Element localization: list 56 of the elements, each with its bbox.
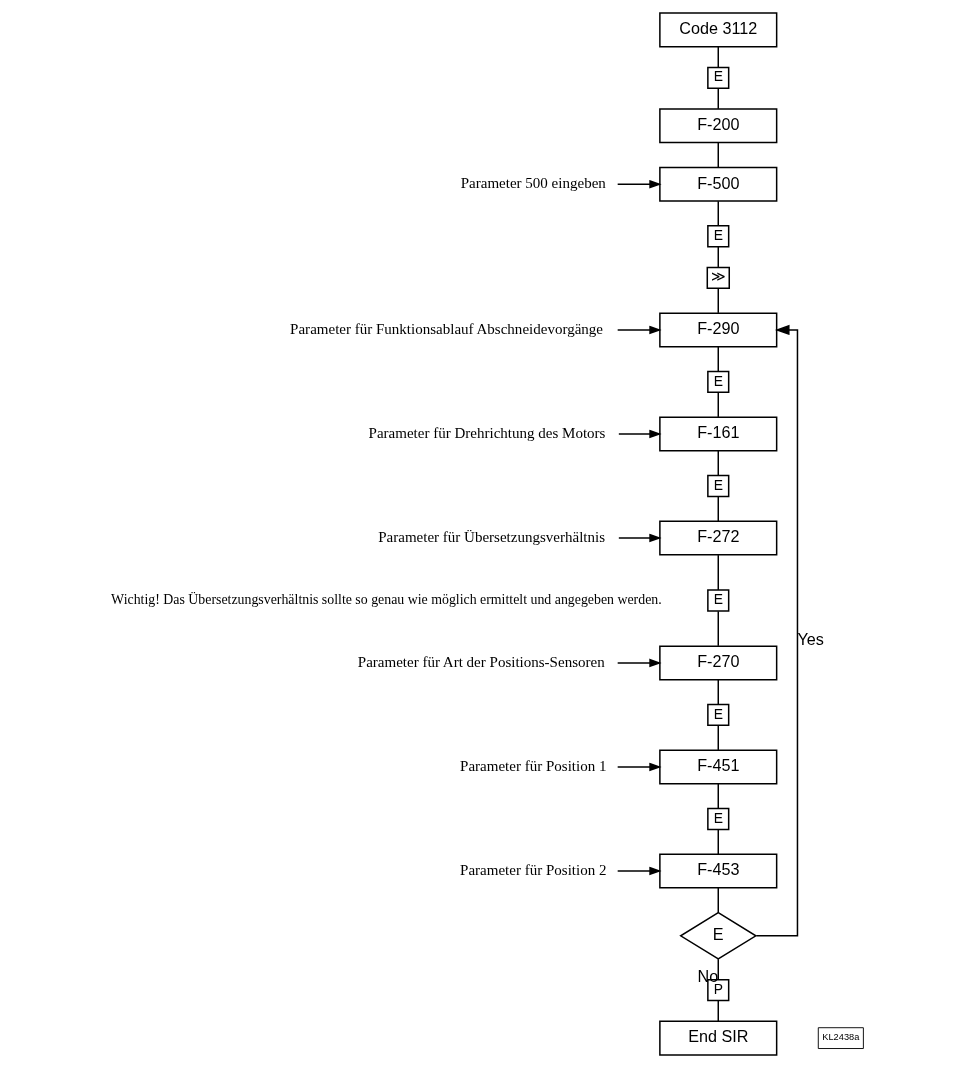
node-box: F-200 <box>658 108 777 144</box>
connector <box>717 346 719 373</box>
arrow <box>616 658 662 668</box>
connector <box>717 887 719 914</box>
node-box: F-290 <box>658 312 777 348</box>
node-text: Parameter für Position 1 <box>459 757 606 774</box>
arrow <box>616 762 662 772</box>
node-box: ≫ <box>706 266 730 290</box>
node-text: Parameter für Übersetzungsverhältnis <box>377 528 605 545</box>
arrow <box>616 179 662 189</box>
connector <box>717 246 719 268</box>
connector <box>717 679 719 706</box>
node-diamond: E <box>678 911 757 960</box>
node-text: Parameter für Art der Positions-Sensoren <box>357 653 605 670</box>
connector <box>717 495 719 522</box>
node-box: F-453 <box>658 853 777 889</box>
node-box: F-272 <box>658 520 777 556</box>
node-box: E <box>706 66 729 89</box>
connector <box>717 828 719 855</box>
node-box: KL2438a <box>817 1027 864 1049</box>
connector <box>717 554 719 591</box>
node-text: Parameter für Drehrichtung des Motors <box>368 424 605 441</box>
node-box: E <box>706 589 729 612</box>
node-box: End SIR <box>658 1020 777 1056</box>
node-box: E <box>706 225 729 248</box>
node-box: E <box>706 703 729 727</box>
arrow <box>616 866 662 876</box>
connector <box>717 724 719 751</box>
arrow <box>617 533 662 543</box>
label: Wichtig! Das Übersetzungsverhältnis sollte so genau wie möglich ermittelt und angegeben werden. <box>110 592 662 608</box>
node-text: Parameter für Position 2 <box>459 861 606 878</box>
connector <box>717 200 719 227</box>
connector <box>717 45 719 69</box>
node-box: F-270 <box>658 645 777 681</box>
arrow <box>617 429 662 439</box>
connector <box>717 610 719 647</box>
node-text: Parameter 500 eingeben <box>460 175 606 192</box>
connector <box>717 450 719 477</box>
node-box: F-451 <box>658 749 777 785</box>
arrow <box>616 325 662 335</box>
connector <box>717 958 719 981</box>
connector <box>717 142 719 168</box>
arrow <box>755 324 798 937</box>
edge-label: Yes <box>797 629 824 648</box>
node-text: Parameter für Funktionsablauf Abschneidevorgänge <box>289 320 603 337</box>
node-box: F-500 <box>658 166 777 202</box>
node-box: Code 3112 <box>658 12 777 48</box>
connector <box>717 783 719 810</box>
connector <box>717 287 719 314</box>
node-box: E <box>706 474 729 498</box>
connector <box>717 1000 719 1022</box>
node-box: F-161 <box>658 416 777 452</box>
connector <box>717 87 719 110</box>
node-box: E <box>706 807 729 831</box>
node-box: E <box>706 370 729 394</box>
connector <box>717 391 719 418</box>
